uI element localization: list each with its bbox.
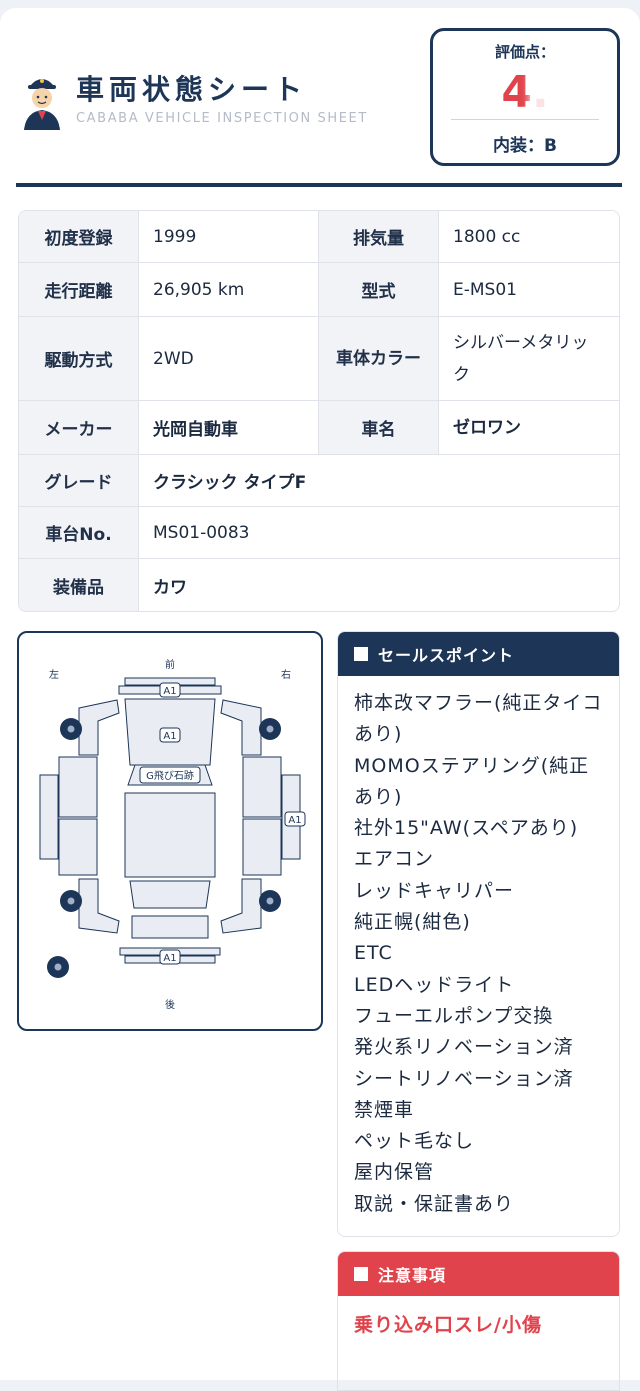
sales-points-card: セールスポイント 柿本改マフラー(純正タイコあり) MOMOステアリング(純正あ…: [337, 631, 620, 1237]
table-row: 初度登録 1999 排気量 1800 cc: [19, 211, 619, 263]
spec-label: 車台No.: [19, 507, 139, 558]
header: 車両状態シート CABABA VEHICLE INSPECTION SHEET …: [0, 8, 640, 198]
table-row: 車台No. MS01-0083: [19, 507, 619, 559]
list-item: 社外15"AW(スペアあり): [354, 817, 579, 840]
wheel-icon: [47, 718, 281, 978]
spec-label: 初度登録: [19, 211, 139, 262]
damage-diagram: 前 後 左 右 A1 A1 G飛び石跡 A1 A1: [17, 631, 323, 1031]
list-item: シートリノベーション済: [354, 1067, 574, 1090]
spec-label: 装備品: [19, 559, 139, 611]
right-label: 右: [281, 668, 291, 681]
spec-value: 26,905 km: [139, 263, 319, 316]
list-item: ETC: [354, 942, 393, 965]
score-blur-mask: [529, 71, 579, 123]
list-item: 発火系リノベーション済: [354, 1036, 574, 1059]
table-row: グレード クラシック タイプF: [19, 455, 619, 507]
spec-value: 光岡自動車: [139, 401, 319, 454]
rear-label: 後: [165, 998, 175, 1011]
score-value: 4.: [501, 67, 549, 118]
list-item: MOMOステアリング(純正あり): [354, 754, 590, 808]
damage-mark: A1: [163, 686, 176, 697]
notes-card: 注意事項 乗り込み口スレ/小傷: [337, 1251, 620, 1391]
spec-label: メーカー: [19, 401, 139, 454]
list-item: LEDヘッドライト: [354, 973, 515, 996]
spec-value: MS01-0083: [153, 522, 250, 543]
spec-label: 車名: [319, 401, 439, 454]
square-icon: [354, 1267, 368, 1281]
damage-mark: A1: [288, 815, 301, 826]
list-item: 禁煙車: [354, 1098, 415, 1121]
table-row: メーカー 光岡自動車 車名 ゼロワン: [19, 401, 619, 455]
list-item: 取説・保証書あり: [354, 1192, 515, 1215]
spec-value: クラシック タイプF: [153, 473, 307, 493]
page-subtitle: CABABA VEHICLE INSPECTION SHEET: [76, 111, 368, 126]
sales-points-title: セールスポイント: [378, 646, 515, 665]
list-item: 屋内保管: [354, 1161, 435, 1184]
spec-table: 初度登録 1999 排気量 1800 cc 走行距離 26,905 km 型式 …: [18, 210, 620, 612]
car-diagram-svg: 前 後 左 右 A1 A1 G飛び石跡 A1 A1: [39, 658, 306, 1011]
spec-value: 1999: [139, 211, 319, 262]
damage-mark: G飛び石跡: [146, 769, 194, 782]
square-icon: [354, 647, 368, 661]
spec-label: グレード: [19, 455, 139, 506]
spec-value: ゼロワン: [453, 417, 521, 438]
table-row: 走行距離 26,905 km 型式 E-MS01: [19, 263, 619, 317]
notes-header: 注意事項: [338, 1252, 619, 1296]
list-item: 純正幌(紺色): [354, 911, 471, 934]
table-row: 駆動方式 2WD 車体カラー シルバーメタリック: [19, 317, 619, 401]
list-item: フューエルポンプ交換: [354, 1004, 554, 1027]
list-item: ペット毛なし: [354, 1130, 475, 1153]
inspection-sheet: 車両状態シート CABABA VEHICLE INSPECTION SHEET …: [0, 8, 640, 1391]
inspector-mascot-icon: [24, 79, 60, 130]
spec-value: 1800 cc: [453, 226, 521, 247]
page-title: 車両状態シート: [76, 73, 308, 106]
spec-label: 車体カラー: [319, 317, 439, 400]
spec-value: カワ: [153, 577, 187, 598]
front-label: 前: [165, 658, 175, 671]
sales-points-header: セールスポイント: [338, 632, 619, 676]
list-item: 柿本改マフラー(純正タイコあり): [354, 692, 603, 746]
spec-value: 2WD: [139, 317, 319, 400]
score-label: 評価点：: [494, 43, 555, 61]
spec-value: E-MS01: [453, 279, 517, 300]
header-rule: [16, 183, 622, 187]
spec-label: 走行距離: [19, 263, 139, 316]
spec-label: 型式: [319, 263, 439, 316]
spec-label: 排気量: [319, 211, 439, 262]
sales-points-list: 柿本改マフラー(純正タイコあり) MOMOステアリング(純正あり) 社外15"A…: [338, 676, 619, 1220]
spec-label: 駆動方式: [19, 317, 139, 400]
list-item: 乗り込み口スレ/小傷: [354, 1314, 542, 1336]
list-item: エアコン: [354, 848, 435, 871]
notes-title: 注意事項: [378, 1266, 447, 1285]
score-divider: [451, 119, 599, 120]
damage-mark: A1: [163, 731, 176, 742]
damage-mark: A1: [163, 953, 176, 964]
list-item: レッドキャリパー: [354, 879, 515, 902]
table-row: 装備品 カワ: [19, 559, 619, 611]
interior-grade: 内装：B: [493, 136, 557, 156]
score-box: 評価点： 4. 内装：B: [430, 28, 620, 166]
left-label: 左: [49, 668, 59, 681]
spec-value: シルバーメタリック: [453, 332, 589, 385]
score-label-blur-mask: [557, 43, 597, 63]
